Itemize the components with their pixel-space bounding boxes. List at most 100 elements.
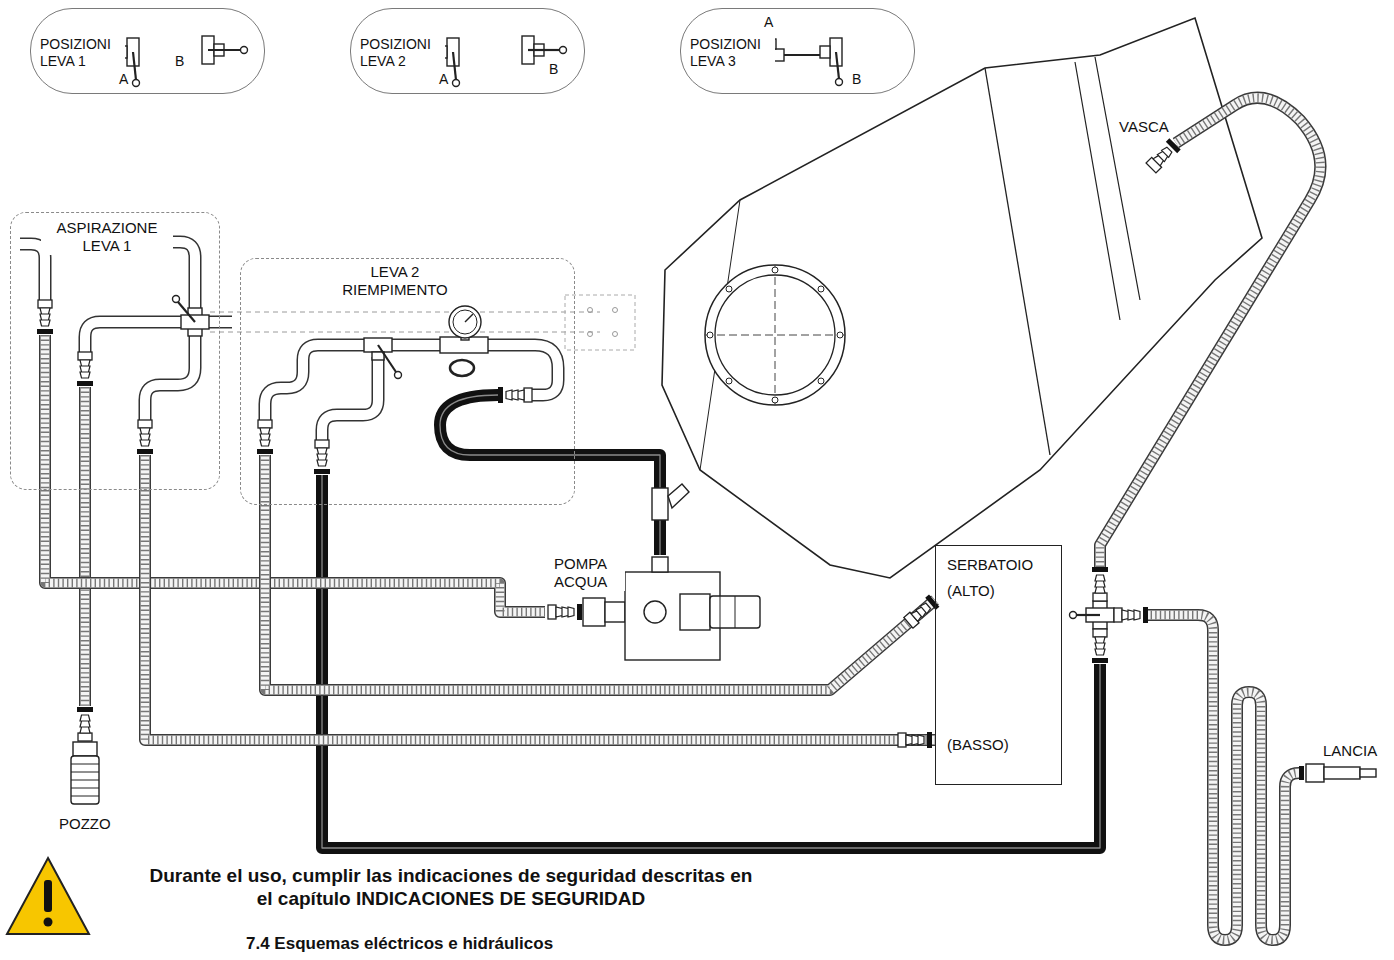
hoses [39, 335, 51, 492]
well-strainer [77, 707, 93, 741]
filling-fittings [364, 338, 392, 360]
lever-position-panel: POSIZIONI LEVA 3AB [680, 8, 915, 94]
pump-block: POMPA ACQUA [545, 555, 760, 667]
position-icons [836, 52, 839, 79]
part-label: VASCA [1118, 118, 1170, 135]
inline-fittings [903, 595, 939, 629]
hoses [41, 335, 50, 492]
inline-fittings [652, 484, 939, 748]
lance-nozzle [1360, 769, 1376, 777]
well-strainer [71, 756, 99, 804]
lever-position-panel: POSIZIONI LEVA 2AB [350, 8, 585, 94]
filling-fittings [450, 360, 474, 376]
position-icons [784, 54, 822, 56]
suction-fittings [77, 352, 93, 386]
filling-fittings [322, 357, 378, 442]
mixer-drum [772, 397, 778, 403]
filling-fittings [486, 345, 558, 395]
hoses [41, 335, 50, 492]
hose-connector [145, 490, 935, 740]
node-heading: SERBATOIO [946, 556, 1034, 573]
mixer-drum [772, 267, 778, 273]
position-icons [453, 80, 460, 87]
mixer-drum [726, 286, 732, 292]
node-heading: POSIZIONI LEVA 2 [359, 36, 445, 70]
hoses [261, 455, 270, 507]
hoses [141, 455, 150, 492]
mixer-drum [662, 18, 1262, 578]
node-heading: ASPIRAZIONE LEVA 1 [41, 219, 173, 255]
suction-fittings [178, 302, 195, 322]
hoses [440, 395, 577, 455]
mixer-drum [662, 18, 1262, 578]
position-icons [117, 36, 843, 87]
suction-fittings [85, 322, 183, 354]
suction-fittings [137, 420, 153, 454]
filling-valve-group: LEVA 2 RIEMPIMENTO [240, 258, 575, 505]
filling-fittings [440, 337, 488, 353]
filling-fittings [257, 306, 558, 474]
warning-sign [7, 858, 89, 934]
hose-connector [265, 505, 935, 690]
suction-fittings [173, 296, 180, 303]
filling-fittings [498, 387, 532, 403]
inline-fittings [898, 732, 932, 748]
hoses [1146, 615, 1299, 940]
safety-note: Durante el uso, cumplir las indicaciones… [140, 864, 762, 910]
mixer-drum [707, 332, 713, 338]
filling-fittings [449, 306, 481, 338]
hose-connector [145, 490, 935, 740]
mixer-drum [837, 332, 843, 338]
lever-linkage [210, 312, 600, 332]
filling-fittings [257, 420, 273, 454]
position-icons [560, 47, 567, 54]
water-pump [644, 601, 666, 623]
hoses [322, 475, 1100, 848]
lance-nozzle [1299, 766, 1304, 780]
water-pump [710, 596, 760, 628]
hoses [139, 455, 151, 492]
outlet-valve [1145, 138, 1180, 173]
water-pump [625, 572, 720, 660]
hose-connector [265, 505, 935, 690]
inline-fittings [668, 484, 689, 508]
hoses [45, 98, 1320, 940]
water-pump [652, 557, 668, 572]
suction-fittings [37, 300, 53, 334]
position-icons [133, 52, 136, 80]
filling-fittings [314, 440, 330, 474]
filling-fittings [453, 310, 477, 334]
water-pump [583, 598, 605, 626]
node-heading: POMPA ACQUA [553, 555, 625, 591]
tank-box: SERBATOIO(ALTO)(BASSO) [935, 545, 1062, 785]
mixer-drum [985, 68, 1050, 455]
mixer-drum [818, 286, 824, 292]
suction-fittings [145, 334, 195, 422]
lance-nozzle [1299, 764, 1376, 782]
hose-connector [45, 490, 545, 612]
warning-sign [44, 880, 52, 912]
node-text: A [763, 14, 774, 31]
position-icons [133, 80, 140, 87]
filling-fittings [378, 345, 396, 372]
hoses [440, 395, 577, 455]
hose-connector [145, 490, 935, 740]
node-text: B [548, 61, 559, 78]
position-icons [453, 52, 456, 80]
mixer-drum [1075, 57, 1140, 320]
node-text: (ALTO) [946, 582, 996, 599]
node-heading: POSIZIONI LEVA 1 [39, 36, 125, 70]
hose-connector [45, 490, 545, 612]
hose-connector [575, 455, 660, 555]
node-text: A [118, 71, 129, 88]
node-text: B [851, 71, 862, 88]
hoses [81, 387, 90, 706]
lever-position-panel: POSIZIONI LEVA 1AB [30, 8, 265, 94]
lever-linkage [565, 295, 635, 350]
hose-connector [265, 505, 935, 690]
part-label: POZZO [58, 815, 112, 832]
filling-fittings [390, 340, 442, 350]
